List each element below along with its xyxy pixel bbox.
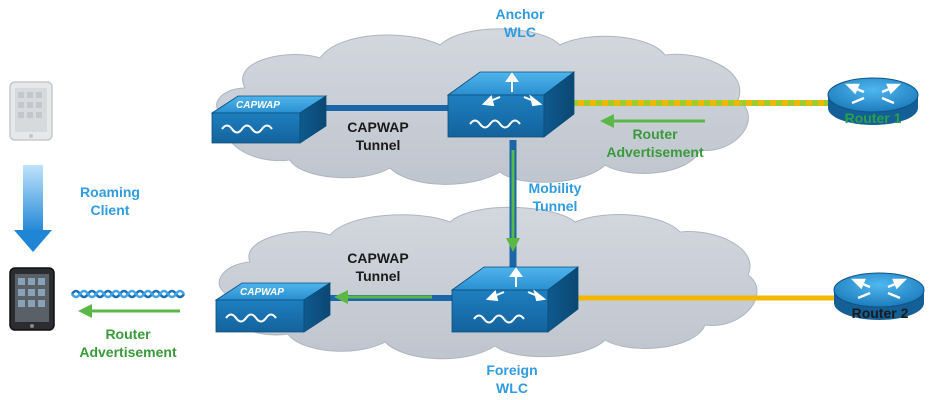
router-2-icon bbox=[833, 272, 925, 320]
mobility-arrow-down bbox=[506, 150, 520, 252]
roaming-down-arrow bbox=[14, 165, 52, 252]
access-point-top bbox=[210, 95, 328, 144]
foreign-wlc-label-1: Foreign bbox=[486, 362, 537, 378]
capwap-top-label-1: CAPWAP bbox=[347, 119, 408, 135]
capwap-bottom-label-2: Tunnel bbox=[356, 268, 401, 284]
tablet-top-icon bbox=[9, 81, 53, 141]
anchor-wlc-label-1: Anchor bbox=[496, 6, 546, 22]
mobility-label-1: Mobility bbox=[529, 180, 582, 196]
roaming-label-2: Client bbox=[91, 202, 130, 218]
ap-top-badge: CAPWAP bbox=[236, 100, 280, 111]
anchor-wlc-device bbox=[446, 71, 576, 138]
capwap-arrow-left bbox=[334, 290, 432, 304]
ra-bottom-label-1: Router bbox=[105, 326, 151, 342]
mobility-label-2: Tunnel bbox=[533, 198, 578, 214]
roaming-label-1: Roaming bbox=[80, 184, 140, 200]
wireless-signal-icon bbox=[70, 289, 186, 299]
ra-top-label-2: Advertisement bbox=[606, 144, 704, 160]
ra-bottom-label-2: Advertisement bbox=[79, 344, 177, 360]
foreign-wlc-label-2: WLC bbox=[496, 380, 528, 396]
ra-top-label-1: Router bbox=[632, 126, 678, 142]
foreign-wlc-device bbox=[450, 266, 580, 333]
router-advertisement-arrow-bottom bbox=[78, 304, 180, 318]
router-1-label: Router 1 bbox=[845, 110, 902, 126]
anchor-wlc-label-2: WLC bbox=[504, 24, 536, 40]
access-point-bottom bbox=[214, 282, 332, 333]
ap-bottom-badge: CAPWAP bbox=[240, 287, 284, 298]
tablet-bottom-icon bbox=[9, 267, 55, 331]
router-1-icon bbox=[827, 77, 919, 125]
router-2-label: Router 2 bbox=[852, 305, 909, 321]
router-advertisement-arrow-top bbox=[600, 114, 705, 128]
capwap-top-label-2: Tunnel bbox=[356, 137, 401, 153]
capwap-bottom-label-1: CAPWAP bbox=[347, 250, 408, 266]
